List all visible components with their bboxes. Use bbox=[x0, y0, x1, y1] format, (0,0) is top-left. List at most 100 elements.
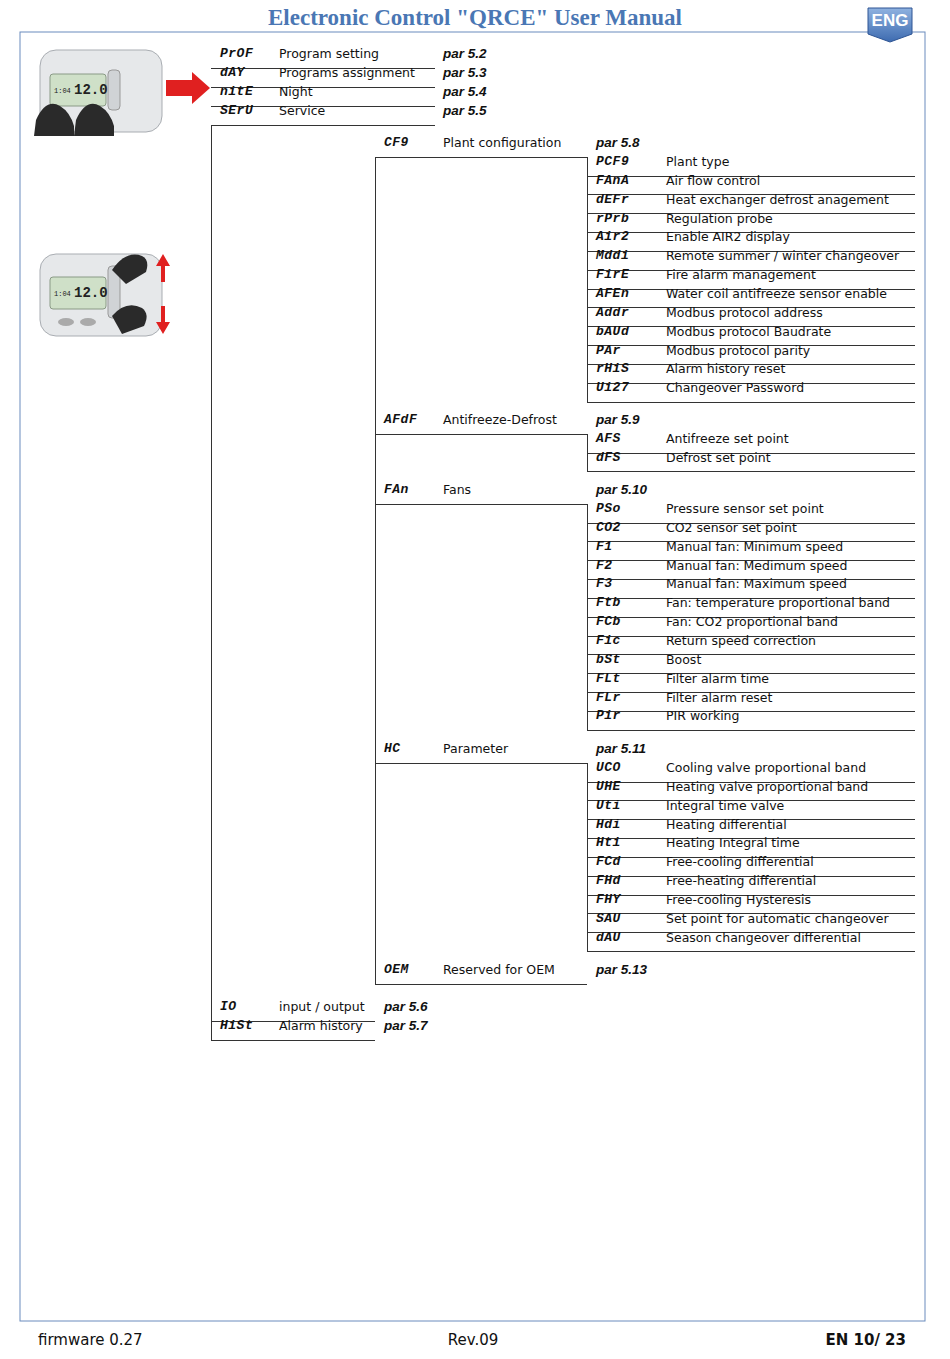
menu-code: AFEn bbox=[596, 286, 629, 302]
menu-label: Heating differential bbox=[666, 817, 787, 833]
menu-label: Filter alarm reset bbox=[666, 690, 772, 706]
section-ref: par 5.8 bbox=[596, 135, 640, 151]
menu-code: SErU bbox=[220, 103, 253, 119]
menu-code: Hti bbox=[596, 835, 621, 851]
menu-rule bbox=[375, 504, 587, 505]
menu-label: input / output bbox=[279, 999, 365, 1015]
menu-rule bbox=[375, 157, 376, 984]
menu-code: FirE bbox=[596, 267, 629, 283]
section-ref: par 5.5 bbox=[443, 103, 487, 119]
menu-code: rPrb bbox=[596, 211, 629, 227]
menu-label: Set point for automatic changeover bbox=[666, 911, 889, 927]
menu-code: Pir bbox=[596, 708, 621, 724]
menu-code: Addr bbox=[596, 305, 629, 321]
menu-rule bbox=[587, 157, 588, 402]
section-ref: par 5.7 bbox=[384, 1018, 428, 1034]
menu-code: AFdF bbox=[384, 412, 417, 428]
menu-label: Free-cooling Hysteresis bbox=[666, 892, 811, 908]
menu-code: Air2 bbox=[596, 229, 629, 245]
menu-label: Modbus protocol parity bbox=[666, 343, 810, 359]
menu-label: Enable AIR2 display bbox=[666, 229, 790, 245]
menu-label: Fan: temperature proportional band bbox=[666, 595, 890, 611]
menu-rule bbox=[211, 125, 212, 1040]
menu-code: UHE bbox=[596, 779, 621, 795]
footer-text: EN 10/ 23 bbox=[826, 1331, 906, 1349]
menu-code: FCb bbox=[596, 614, 621, 630]
menu-rule bbox=[587, 730, 915, 731]
menu-label: Changeover Password bbox=[666, 380, 804, 396]
menu-code: FCd bbox=[596, 854, 621, 870]
section-ref: par 5.3 bbox=[443, 65, 487, 81]
menu-label: Antifreeze set point bbox=[666, 431, 789, 447]
menu-label: Manual fan: Maximum speed bbox=[666, 576, 847, 592]
menu-rule bbox=[587, 402, 915, 403]
section-ref: par 5.6 bbox=[384, 999, 428, 1015]
menu-rule bbox=[375, 434, 587, 435]
section-ref: par 5.10 bbox=[596, 482, 647, 498]
menu-code: PrOF bbox=[220, 46, 253, 62]
menu-label: Alarm history reset bbox=[666, 361, 785, 377]
menu-code: HiSt bbox=[220, 1018, 253, 1034]
thermostat-top bbox=[34, 50, 210, 136]
menu-code: FAnA bbox=[596, 173, 629, 189]
menu-label: Pressure sensor set point bbox=[666, 501, 824, 517]
menu-code: Fic bbox=[596, 633, 621, 649]
menu-code: Ftb bbox=[596, 595, 621, 611]
menu-rule bbox=[587, 504, 588, 730]
menu-code: Uti bbox=[596, 798, 621, 814]
menu-code: rHiS bbox=[596, 361, 629, 377]
lcd-time: 1:04 bbox=[54, 290, 71, 298]
menu-code: nitE bbox=[220, 84, 253, 100]
menu-code: F2 bbox=[596, 558, 613, 574]
menu-label: Cooling valve proportional band bbox=[666, 760, 866, 776]
menu-code: PAr bbox=[596, 343, 621, 359]
footer-text: firmware 0.27 bbox=[38, 1331, 143, 1349]
menu-rule bbox=[587, 654, 915, 655]
menu-code: CF9 bbox=[384, 135, 409, 151]
menu-rule bbox=[211, 125, 435, 126]
menu-label: Water coil antifreeze sensor enable bbox=[666, 286, 887, 302]
thermostat-side bbox=[40, 254, 170, 336]
section-ref: par 5.2 bbox=[443, 46, 487, 62]
menu-label: Antifreeze-Defrost bbox=[443, 412, 557, 428]
menu-code: F1 bbox=[596, 539, 613, 555]
menu-rule bbox=[587, 951, 915, 952]
menu-code: dAU bbox=[596, 930, 621, 946]
section-ref: par 5.4 bbox=[443, 84, 487, 100]
menu-label: Boost bbox=[666, 652, 701, 668]
page-border bbox=[20, 32, 925, 1321]
menu-label: Heat exchanger defrost anagement bbox=[666, 192, 889, 208]
menu-code: Mddi bbox=[596, 248, 629, 264]
lcd-time: 1:04 bbox=[54, 87, 71, 95]
menu-label: Return speed correction bbox=[666, 633, 816, 649]
menu-label: Regulation probe bbox=[666, 211, 773, 227]
menu-label: Heating Integral time bbox=[666, 835, 800, 851]
menu-code: PSo bbox=[596, 501, 621, 517]
menu-label: Reserved for OEM bbox=[443, 962, 555, 978]
menu-code: Hdi bbox=[596, 817, 621, 833]
menu-code: CO2 bbox=[596, 520, 621, 536]
section-ref: par 5.9 bbox=[596, 412, 640, 428]
menu-code: UCO bbox=[596, 760, 621, 776]
menu-label: Season changeover differential bbox=[666, 930, 861, 946]
menu-label: Manual fan: Medimum speed bbox=[666, 558, 847, 574]
menu-rule bbox=[211, 1040, 375, 1041]
menu-label: Parameter bbox=[443, 741, 508, 757]
menu-rule bbox=[587, 763, 588, 952]
menu-label: Program setting bbox=[279, 46, 379, 62]
menu-code: Ui27 bbox=[596, 380, 629, 396]
menu-rule bbox=[587, 434, 588, 472]
menu-code: FLt bbox=[596, 671, 621, 687]
menu-label: Integral time valve bbox=[666, 798, 784, 814]
lcd-value: 12.0 bbox=[74, 285, 108, 301]
menu-label: Filter alarm time bbox=[666, 671, 769, 687]
footer-text: Rev.09 bbox=[448, 1331, 499, 1349]
menu-label: Remote summer / winter changeover bbox=[666, 248, 899, 264]
menu-label: Free-heating differential bbox=[666, 873, 816, 889]
menu-code: IO bbox=[220, 999, 237, 1015]
menu-code: PCF9 bbox=[596, 154, 629, 170]
menu-code: AFS bbox=[596, 431, 621, 447]
menu-label: Fan: CO2 proportional band bbox=[666, 614, 838, 630]
menu-label: Defrost set point bbox=[666, 450, 771, 466]
menu-code: dFS bbox=[596, 450, 621, 466]
